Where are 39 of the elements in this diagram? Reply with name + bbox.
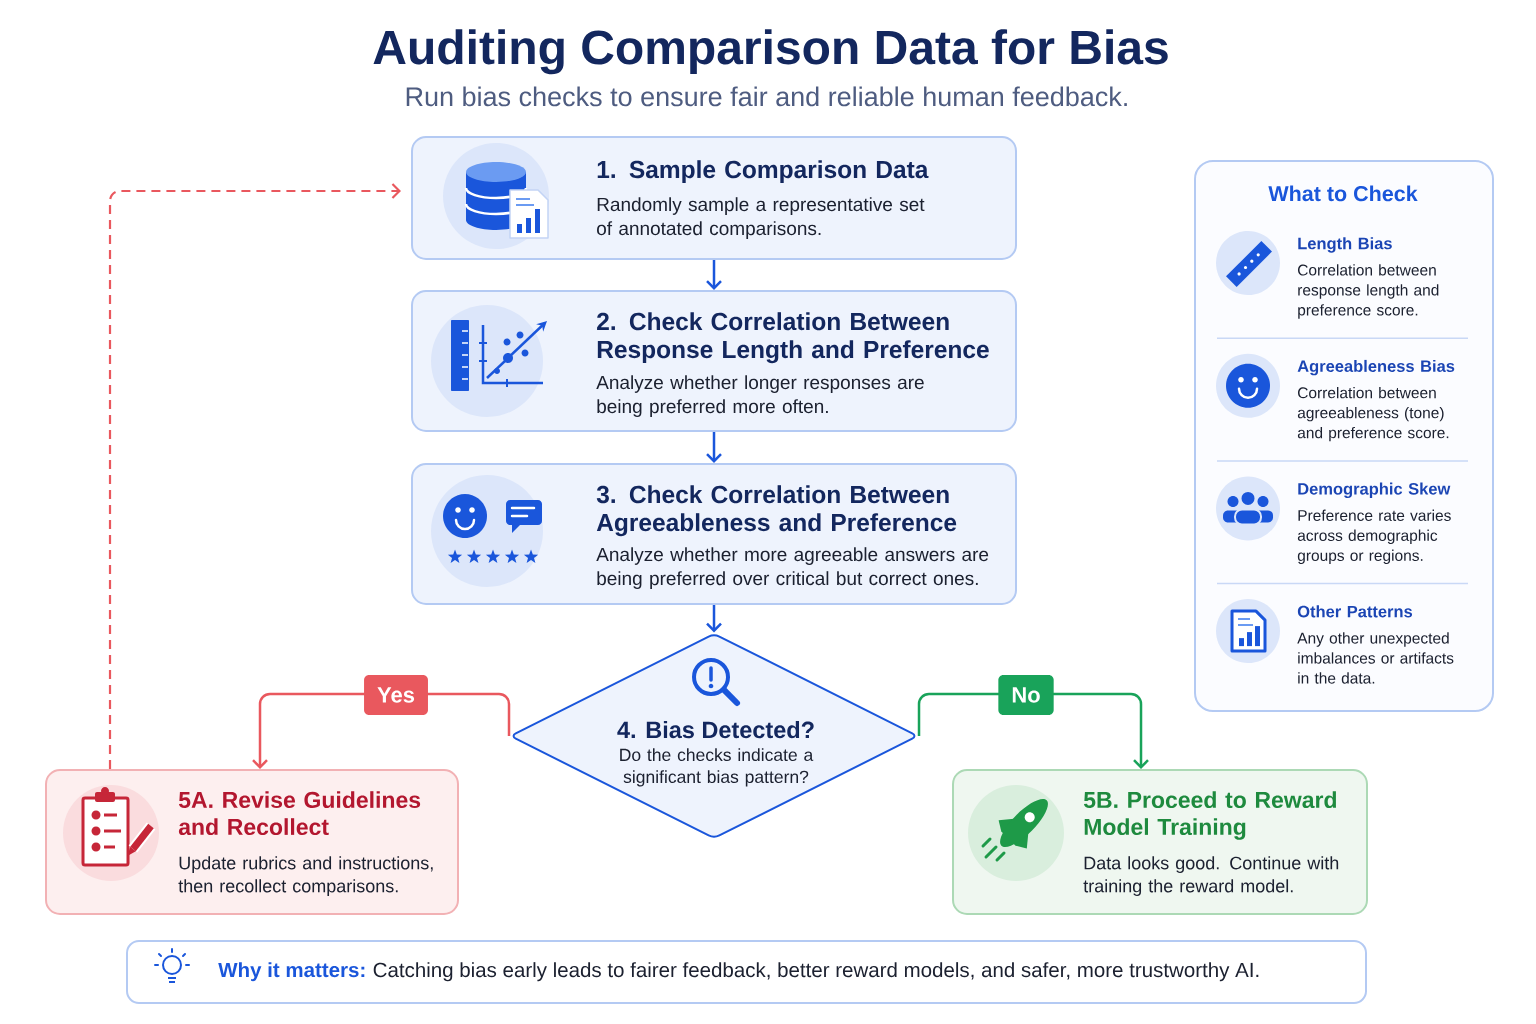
title: Auditing Comparison Data for Bias [373,29,1168,75]
step-title: 2. Check Correlation Between Response Length and Preference [597,312,989,364]
step-title: 3. Check Correlation Between Agreeableness and Preference [596,485,957,537]
subtitle: Run bias checks to ensure fair and reliable human feedback. [406,86,1127,107]
item-title: Demographic Skew [1298,482,1451,499]
item-title: Agreeableness Bias [1297,359,1455,376]
arrow [108,183,401,769]
item-description: Any other unexpected imbalances or artifacts in the data. [1297,632,1454,684]
note-heading: Why it matters: [218,962,365,982]
outcome-title: 5B. Proceed to Reward Model Training [1083,791,1336,840]
edge-label: Yes [364,675,428,715]
decision-diamond [512,634,916,838]
item-description: Correlation between agreeableness (tone) and preference score. [1297,386,1449,442]
panel-heading: What to Check [1268,185,1418,202]
decision-question: Do the checks indicate a significant bias pattern? [620,748,814,787]
step-title: 1. Sample Comparison Data [597,160,929,184]
step-description: Randomly sample a representative set of annotated comparisons. [597,197,925,239]
process-box [411,290,1017,432]
process-box [411,463,1017,605]
checklist-panel [1194,160,1494,712]
step-description: Analyze whether longer responses are being preferred more often. [596,375,924,417]
decision-title: 4. Bias Detected? [617,721,814,739]
process-box [411,136,1017,260]
item-description: Preference rate varies across demographic groups or regions. [1297,509,1451,565]
note-text: Catching bias early leads to fairer feedback, better reward models, and safer, more trustworthy AI. [373,962,1259,982]
outcome-title: 5A. Revise Guidelines and Recollect [178,791,421,836]
outcome-box [952,769,1368,915]
item-description: Correlation between response length and preference score. [1298,264,1439,319]
arrow [706,605,722,633]
item-title: Length Bias [1298,237,1392,253]
outcome-description: Update rubrics and instructions, then recollect comparisons. [178,856,433,896]
outcome-description: Data looks good. Continue with training the reward model. [1083,856,1339,896]
outcome-box [45,769,459,915]
arrow [706,432,722,463]
edge-label: No [998,675,1054,715]
arrow [706,260,722,290]
step-description: Analyze whether more agreeable answers are being preferred over critical but correct ones. [596,547,989,589]
callout-bar [126,940,1367,1004]
item-title: Other Patterns [1297,605,1413,618]
